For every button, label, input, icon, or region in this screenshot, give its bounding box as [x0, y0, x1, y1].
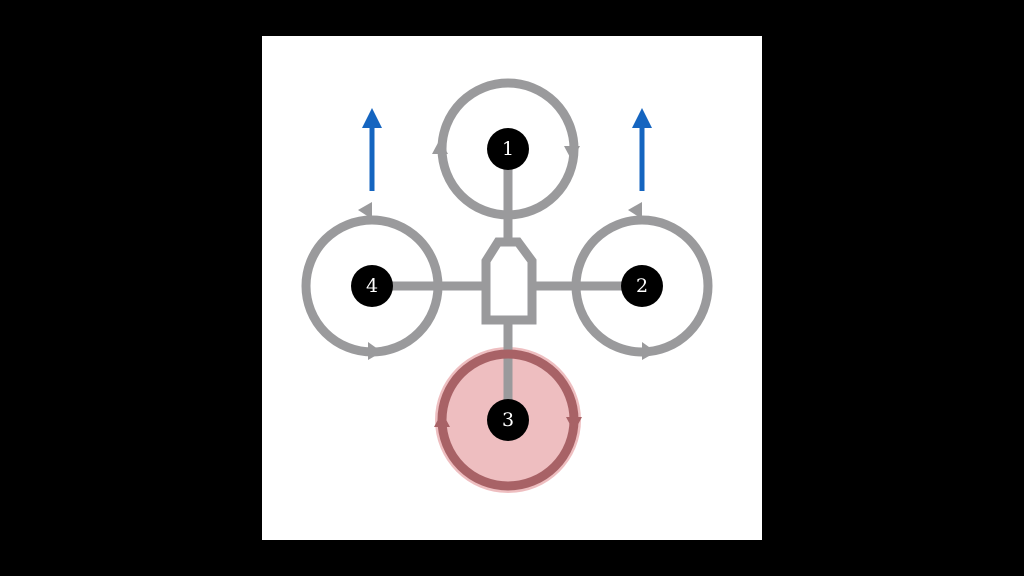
motor-2: 2: [621, 265, 663, 307]
thrust-arrows: [362, 108, 652, 191]
rotation-arrowheads: [358, 139, 656, 432]
motor-1-label: 1: [502, 138, 514, 160]
motor-3: 3: [487, 399, 529, 441]
rotor-1-arrowhead-left: [432, 139, 448, 154]
rotor-3-arrowhead-right: [566, 417, 582, 432]
motor-1: 1: [487, 128, 529, 170]
motor-4-label: 4: [366, 275, 378, 297]
motor-4: 4: [351, 265, 393, 307]
quadcopter-diagram: 1 2 3 4: [301, 78, 713, 493]
fuselage: [481, 237, 537, 325]
frame: [372, 149, 642, 420]
motor-3-badge: [487, 399, 529, 441]
rotor-4-arrowhead-top: [358, 202, 372, 219]
rotor-3-arrowhead-left: [434, 412, 450, 427]
slide: 1 2 3 4: [262, 36, 762, 540]
motor-4-badge: [351, 265, 393, 307]
rotor-1-arrowhead-right: [564, 146, 580, 161]
rotor-2-arrowhead-top: [628, 202, 642, 219]
rotor-4-arrowhead-bottom: [368, 342, 382, 360]
motor-2-badge: [621, 265, 663, 307]
motor-3-label: 3: [502, 409, 514, 431]
motor-1-badge: [487, 128, 529, 170]
thrust-arrow-right-head: [632, 108, 652, 128]
thrust-arrow-left-head: [362, 108, 382, 128]
motor-2-label: 2: [636, 275, 648, 297]
rotor-2-arrowhead-bottom: [642, 342, 656, 360]
